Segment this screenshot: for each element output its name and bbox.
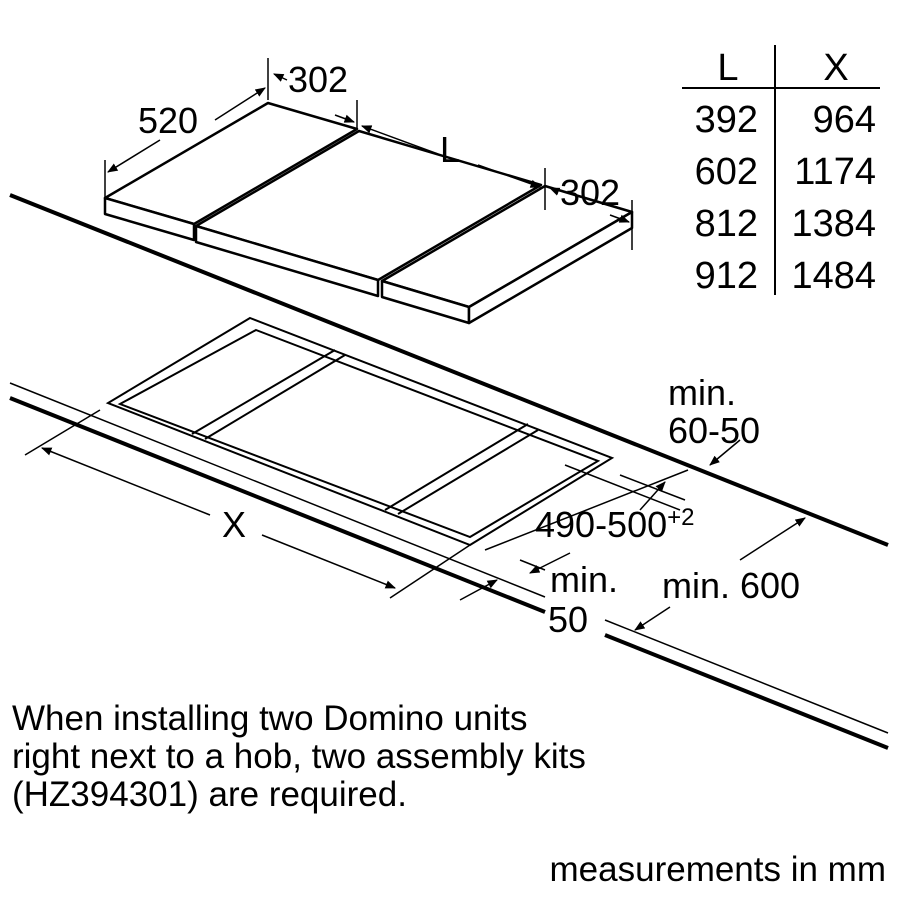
dimension-lines	[24, 58, 806, 631]
table-header-l: L	[717, 47, 738, 89]
units-label: measurements in mm	[549, 850, 886, 889]
dimension-back-gap-line2: 60-50	[668, 410, 760, 451]
table-cell-l: 912	[695, 255, 758, 297]
domino-units	[103, 101, 634, 325]
table-cell-l: 602	[695, 151, 758, 193]
table-cell-x: 1174	[794, 151, 876, 193]
note-line: right next to a hob, two assembly kits	[12, 737, 586, 776]
note-line: When installing two Domino units	[12, 699, 528, 738]
dimension-front-gap-line2: 50	[548, 599, 588, 640]
dimension-width-right: 302	[560, 172, 620, 213]
table-header-x: X	[823, 47, 848, 89]
table-cell-x: 1384	[791, 203, 876, 245]
dimension-front-gap-line1: min.	[550, 559, 618, 600]
note-line: (HZ394301) are required.	[12, 775, 407, 814]
countertop-lines	[9, 193, 889, 750]
dimension-counter-depth: min. 600	[662, 565, 800, 606]
dimension-depth: 520	[138, 100, 198, 141]
dimension-width-left: 302	[288, 59, 348, 100]
dimension-cutout-width: X	[222, 504, 246, 545]
size-table: L X 392 964 602 1174 812 1384 912 1484	[682, 45, 880, 297]
installation-note: When installing two Domino units right n…	[12, 700, 586, 814]
table-cell-x: 964	[813, 99, 876, 141]
dimension-cutout-depth: 490-500+2	[535, 504, 695, 545]
dimension-middle: L	[440, 129, 460, 170]
table-cell-l: 812	[695, 203, 758, 245]
table-cell-x: 1484	[791, 255, 876, 297]
dimension-back-gap-line1: min.	[668, 372, 736, 413]
table-cell-l: 392	[695, 99, 758, 141]
